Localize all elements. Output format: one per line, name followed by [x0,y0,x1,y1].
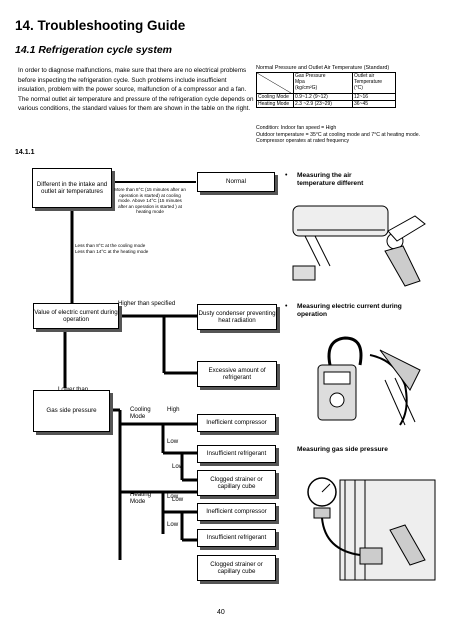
low-label: Low [167,493,179,500]
col-pressure-unit1: Mpa [295,79,305,85]
section-number: 14.1.1 [15,149,35,156]
insufficient-refrigerant-box: Insufficient refrigerant [197,529,276,547]
col-temp-header: Outlet air [354,73,375,79]
low-label: Low [167,438,179,445]
dusty-condenser-box: Dusty condenser preventing heat radiatio… [197,304,277,330]
bullet-icon: • [285,172,288,179]
cooling-mode-label: Cooling Mode [130,406,151,421]
bullet-air-temperature: Measuring the air temperature different [297,172,364,187]
col-pressure-unit2: (kg/cm²G) [295,85,318,91]
condition-line: Condition: Indoor fan speed = High [256,125,337,131]
bullet-gas-pressure: Measuring gas side pressure [297,446,388,453]
more-than-note: More than 8°C (15 minutes after an opera… [114,187,186,215]
normal-box: Normal [197,172,275,192]
table-corner-cell [256,72,294,94]
heating-mode-label: Heating Mode [130,491,152,506]
less-than-line: Less than 14°C at the heating mode [75,248,149,254]
less-than-line: Less than 8°C at the cooling mode [75,243,146,248]
col-pressure-header: Gas Pressure [295,73,326,79]
clamp-meter-illustration [317,336,421,426]
page-number: 40 [217,609,225,616]
col-temp-header2: Temperature [354,79,383,85]
pressure-table: Gas Pressure Mpa (kg/cm²G) Outlet air Te… [256,72,396,108]
section-subtitle: 14.1 Refrigeration cycle system [15,44,172,56]
clogged-strainer-box: Clogged strainer or capillary cube [197,555,276,581]
low-label: Low [167,521,179,528]
less-than-note: Less than 8°C at the cooling mode Less t… [75,243,200,254]
table-row: Heating Mode 2.3 ~2.9 (23~29) 36~45 [256,100,396,108]
air-conditioner-measurement-illustration [292,205,426,287]
bullet-electric-current: Measuring electric current during operat… [297,303,402,318]
bullet-icon: • [285,303,288,310]
intro-paragraph: In order to diagnose malfunctions, make … [18,67,254,113]
inefficient-compressor-box: Inefficient compressor [197,503,276,521]
page-title: 14. Troubleshooting Guide [15,18,186,33]
high-label: High [167,406,180,413]
pressure-table-title: Normal Pressure and Outlet Air Temperatu… [256,65,390,71]
row-temp: 36~45 [352,100,396,108]
gauge-manifold-illustration [307,477,436,581]
condition-line: Outdoor temperature = 35°C at cooling mo… [256,131,421,138]
table-conditions: Condition: Indoor fan speed = High Outdo… [256,125,446,145]
col-temp-unit: (°C) [354,85,363,91]
gas-pressure-box: Gas side pressure [33,390,110,432]
condition-line: Compressor operates at rated frequency [256,138,350,145]
clogged-strainer-box: Clogged strainer or capillary cube [197,470,276,496]
inefficient-compressor-box: Inefficient compressor [197,414,276,432]
diff-temp-box: Different in the intake and outlet air t… [32,168,112,208]
excessive-refrigerant-box: Excessive amount of refrigerant [197,361,277,387]
current-box: Value of electric current during operati… [33,303,119,329]
low-label: Low [172,463,184,470]
higher-than-label: Higher than specified [118,300,176,307]
insufficient-refrigerant-box: Insufficient refrigerant [197,445,276,463]
low-label: Low [172,496,184,503]
